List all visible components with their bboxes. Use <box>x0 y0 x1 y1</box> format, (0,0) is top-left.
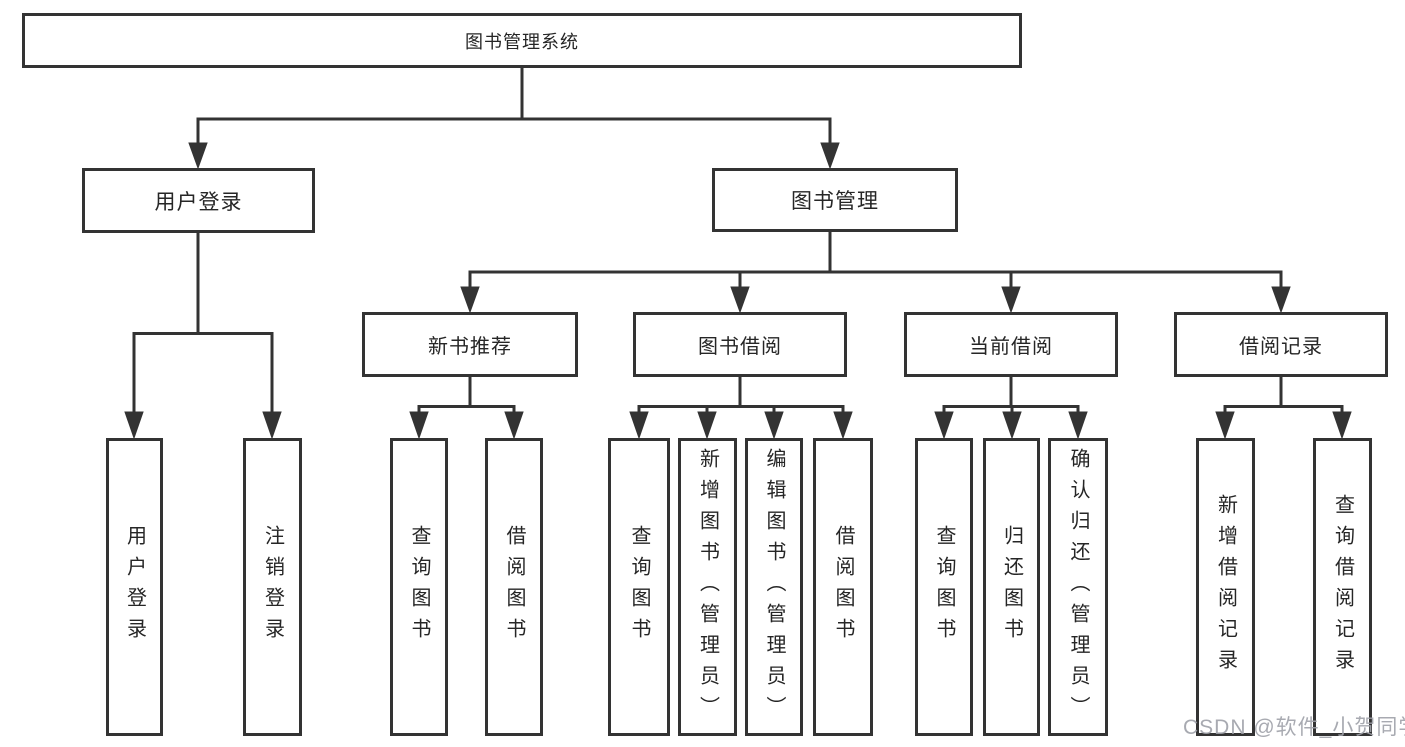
node-book-borrowing-label: 图书借阅 <box>698 336 782 358</box>
node-new-book-recommendation: 新书推荐 <box>362 312 578 377</box>
node-leaf-edit-books-admin: 编辑图书（管理员） <box>745 438 803 736</box>
node-root-system: 图书管理系统 <box>22 13 1022 68</box>
node-current-borrowing: 当前借阅 <box>904 312 1118 377</box>
node-leaf-query-books-1-label: 查询图书 <box>408 525 430 649</box>
node-book-management: 图书管理 <box>712 168 958 232</box>
connector-new-books-children <box>409 377 524 440</box>
node-leaf-query-books-1: 查询图书 <box>390 438 448 736</box>
node-leaf-logout-label: 注销登录 <box>261 525 284 649</box>
connector-book-mgmt-groups <box>460 232 1291 314</box>
node-current-borrowing-label: 当前借阅 <box>969 336 1053 358</box>
node-leaf-return-books-label: 归还图书 <box>1000 525 1023 649</box>
node-leaf-borrow-books-1: 借阅图书 <box>485 438 543 736</box>
node-leaf-add-books-admin: 新增图书（管理员） <box>678 438 737 736</box>
connector-current-borrow-children <box>934 377 1088 440</box>
node-leaf-add-borrow-record-label: 新增借阅记录 <box>1214 494 1237 680</box>
node-book-management-label: 图书管理 <box>791 190 879 213</box>
node-leaf-query-books-3: 查询图书 <box>915 438 973 736</box>
node-leaf-query-books-2-label: 查询图书 <box>628 525 650 649</box>
node-leaf-borrow-books-2: 借阅图书 <box>813 438 873 736</box>
node-leaf-add-books-admin-label: 新增图书（管理员） <box>696 447 719 727</box>
connector-root-to-branches <box>188 68 840 170</box>
connector-user-login-children <box>124 233 282 440</box>
node-leaf-confirm-return-admin: 确认归还（管理员） <box>1048 438 1108 736</box>
node-new-book-recommendation-label: 新书推荐 <box>428 336 512 358</box>
node-borrowing-records: 借阅记录 <box>1174 312 1388 377</box>
node-user-login-label: 用户登录 <box>154 190 243 214</box>
connector-records-children <box>1215 377 1352 440</box>
node-leaf-logout: 注销登录 <box>243 438 302 736</box>
node-leaf-query-books-3-label: 查询图书 <box>933 525 955 649</box>
node-leaf-query-borrow-record: 查询借阅记录 <box>1313 438 1372 736</box>
node-root-label: 图书管理系统 <box>465 31 579 52</box>
node-leaf-add-borrow-record: 新增借阅记录 <box>1196 438 1255 736</box>
node-leaf-confirm-return-admin-label: 确认归还（管理员） <box>1067 447 1089 727</box>
node-leaf-query-books-2: 查询图书 <box>608 438 670 736</box>
node-leaf-borrow-books-2-label: 借阅图书 <box>832 525 854 649</box>
node-borrowing-records-label: 借阅记录 <box>1239 336 1323 358</box>
node-leaf-edit-books-admin-label: 编辑图书（管理员） <box>763 447 785 727</box>
node-leaf-borrow-books-1-label: 借阅图书 <box>503 525 525 649</box>
node-book-borrowing: 图书借阅 <box>633 312 847 377</box>
node-leaf-return-books: 归还图书 <box>983 438 1040 736</box>
node-user-login: 用户登录 <box>82 168 315 233</box>
node-leaf-query-borrow-record-label: 查询借阅记录 <box>1331 494 1354 680</box>
node-leaf-user-login-label: 用户登录 <box>123 525 146 649</box>
node-leaf-user-login: 用户登录 <box>106 438 163 736</box>
connector-borrowing-children <box>629 377 853 440</box>
